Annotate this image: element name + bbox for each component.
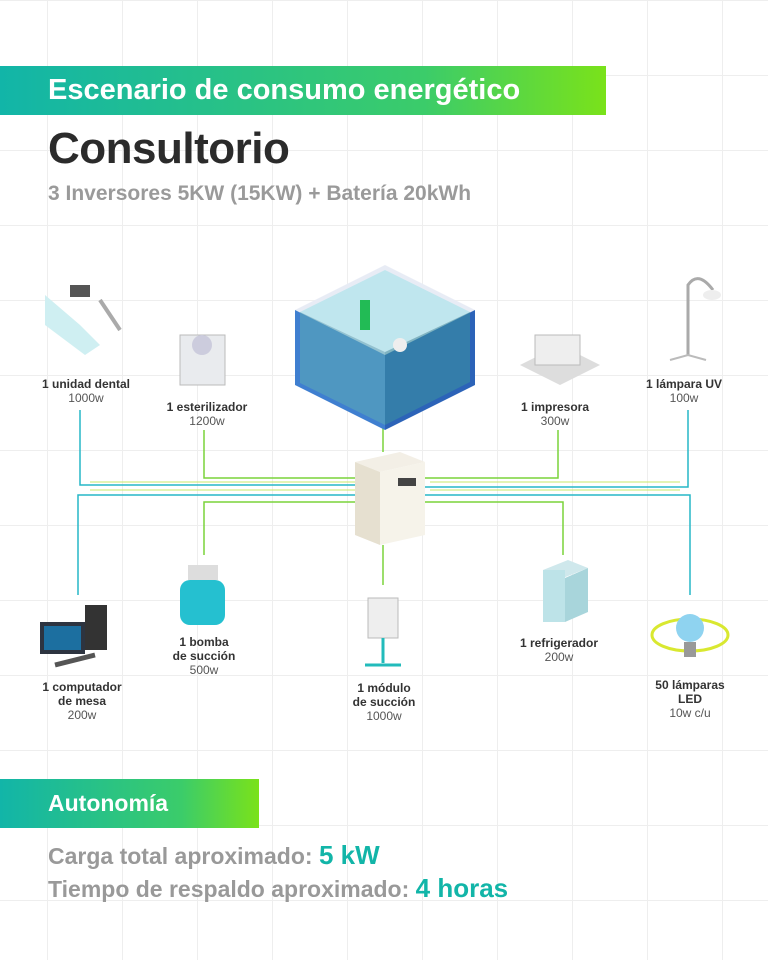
dental-unit-icon: [45, 285, 122, 355]
device-power: 100w: [669, 391, 699, 405]
backup-time-value: 4 horas: [415, 873, 509, 903]
inverter-icon: [355, 452, 425, 545]
suction-module-icon: [365, 597, 401, 667]
scenario-banner: Escenario de consumo energético: [0, 66, 606, 115]
autonomy-banner: Autonomía: [0, 779, 259, 828]
device-name: 1 esterilizador: [166, 400, 248, 414]
page-title: Consultorio: [48, 124, 290, 173]
device-name-2: de mesa: [57, 694, 107, 708]
desktop-computer-icon: [40, 605, 107, 668]
suction-pump-icon: [180, 565, 225, 625]
system-subtitle: 3 Inversores 5KW (15KW) + Batería 20kWh: [48, 182, 472, 205]
led-bulb-icon: [650, 614, 730, 657]
device-name: 1 bomba: [179, 635, 229, 649]
total-load-value: 5 kW: [318, 840, 380, 870]
device-name: 1 módulo: [357, 681, 411, 695]
device-name: 50 lámparas: [655, 678, 725, 692]
printer-icon: [520, 334, 600, 385]
sterilizer-icon: [179, 334, 226, 386]
autonomy-banner-text: Autonomía: [48, 790, 169, 816]
device-name: 1 computador: [42, 680, 122, 694]
device-power: 500w: [189, 663, 219, 677]
banner-text: Escenario de consumo energético: [48, 74, 521, 106]
device-power: 1000w: [68, 391, 104, 405]
device-name-2: de succión: [352, 695, 416, 709]
device-power: 200w: [544, 650, 574, 664]
device-power: 200w: [67, 708, 97, 722]
backup-time-label: Tiempo de respaldo aproximado:: [48, 876, 410, 902]
device-power: 1000w: [366, 709, 402, 723]
uv-lamp-icon: [669, 277, 721, 361]
device-name: 1 impresora: [520, 400, 590, 414]
total-load-label: Carga total aproximado:: [48, 843, 313, 869]
total-load: Carga total aproximado: 5 kW: [48, 840, 380, 871]
refrigerator-icon: [543, 560, 588, 622]
consultorio-room-illustration: [295, 265, 475, 430]
device-name-2: de succión: [172, 649, 236, 663]
device-name: 1 unidad dental: [41, 377, 131, 391]
device-name: 1 lámpara UV: [645, 377, 723, 391]
device-name: 1 refrigerador: [519, 636, 599, 650]
device-power: 10w c/u: [669, 706, 711, 720]
device-name-2: LED: [677, 692, 702, 706]
device-power: 1200w: [189, 414, 225, 428]
backup-time: Tiempo de respaldo aproximado: 4 horas: [48, 873, 508, 904]
device-power: 300w: [540, 414, 570, 428]
